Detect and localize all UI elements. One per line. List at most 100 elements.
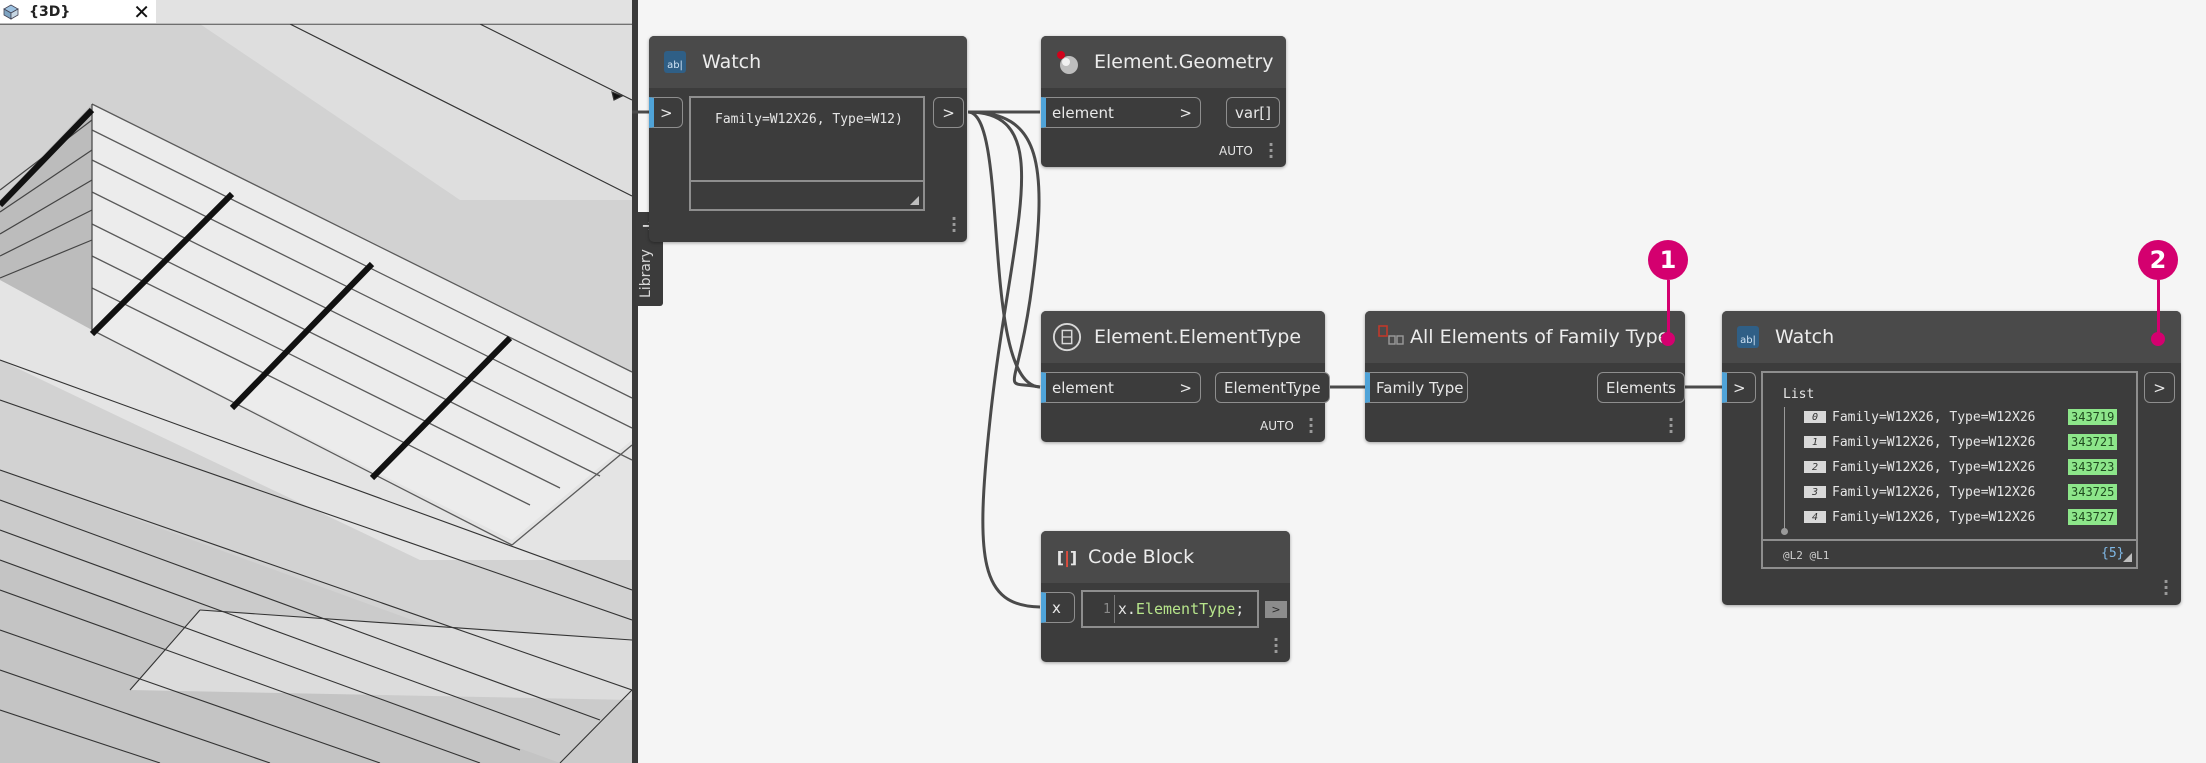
list-item[interactable]: 4 Family=W12X26, Type=W12X26 343727 [1804, 507, 2118, 527]
callout-dot [1661, 332, 1675, 346]
element-id-badge[interactable]: 343721 [2068, 434, 2118, 450]
list-index: 4 [1804, 511, 1826, 523]
node-menu-icon[interactable]: ··· [1273, 630, 1280, 661]
list-item[interactable]: 0 Family=W12X26, Type=W12X26 343719 [1804, 407, 2118, 427]
element-id-badge[interactable]: 343719 [2068, 409, 2118, 425]
view-splitter[interactable] [632, 0, 638, 763]
svg-text:ab|: ab| [667, 60, 683, 71]
3d-view-tab-title: {3D} [29, 3, 71, 20]
node-menu-icon[interactable]: ··· [1268, 135, 1275, 166]
code-variable: x. [1117, 600, 1136, 618]
node-title: Watch [1775, 326, 1835, 348]
node-menu-icon[interactable]: ··· [1308, 410, 1315, 441]
3d-view[interactable] [0, 0, 632, 763]
watch-input-port[interactable]: > [1722, 372, 1756, 403]
watch-node-2[interactable]: ab| Watch > > List 0 Family=W12X26, Type… [1722, 311, 2181, 605]
port-label: > [2153, 378, 2166, 397]
watch-input-port[interactable]: > [649, 97, 683, 128]
callout-dot [2151, 332, 2165, 346]
node-header[interactable]: ab| Watch [1722, 311, 2181, 363]
geometry-output-port[interactable]: var[] [1226, 97, 1280, 128]
3d-cube-icon [3, 4, 19, 20]
port-label: Elements [1606, 378, 1676, 397]
lacing-label[interactable]: AUTO [1260, 419, 1294, 433]
list-index: 3 [1804, 486, 1826, 498]
node-title: Element.Geometry [1094, 51, 1274, 73]
x-input-port[interactable]: x [1041, 592, 1075, 623]
watch-list-display[interactable]: List 0 Family=W12X26, Type=W12X26 343719… [1761, 371, 2138, 569]
family-type-icon [1376, 322, 1406, 352]
list-item[interactable]: 1 Family=W12X26, Type=W12X26 343721 [1804, 432, 2118, 452]
watch-display[interactable]: Family=W12X26, Type=W12) [689, 96, 925, 211]
list-index: 0 [1804, 411, 1826, 423]
3d-model-render[interactable] [0, 0, 632, 763]
node-header[interactable]: All Elements of Family Type [1365, 311, 1685, 363]
node-header[interactable]: Element.ElementType [1041, 311, 1325, 363]
close-icon[interactable]: ✕ [133, 0, 150, 24]
element-input-port[interactable]: element > [1041, 372, 1201, 403]
code-output-port[interactable]: > [1265, 601, 1287, 618]
elementtype-output-port[interactable]: ElementType [1215, 372, 1330, 403]
node-title: All Elements of Family Type [1410, 326, 1670, 348]
node-title: Element.ElementType [1094, 326, 1302, 348]
3d-view-tab[interactable]: {3D} ✕ [0, 0, 156, 24]
list-item[interactable]: 2 Family=W12X26, Type=W12X26 343723 [1804, 457, 2118, 477]
tree-line [1784, 407, 1785, 531]
callout-stem [1667, 280, 1670, 338]
element-id-badge[interactable]: 343725 [2068, 484, 2118, 500]
element-type-icon [1052, 322, 1082, 352]
port-label: Family Type [1376, 378, 1464, 397]
node-header[interactable]: [|] Code Block [1041, 531, 1290, 583]
resize-handle-icon[interactable] [2123, 553, 2132, 562]
port-label: > [1733, 378, 1746, 397]
callout-stem [2157, 280, 2160, 338]
list-index: 2 [1804, 461, 1826, 473]
code-brackets-icon: [|] [1056, 547, 1078, 567]
watch-icon: ab| [660, 47, 690, 77]
list-value: Family=W12X26, Type=W12X26 [1832, 434, 2036, 450]
divider [691, 180, 923, 182]
resize-handle-icon[interactable] [910, 196, 919, 205]
elements-output-port[interactable]: Elements [1597, 372, 1685, 403]
node-header[interactable]: Element.Geometry [1041, 36, 1286, 88]
list-levels[interactable]: @L2 @L1 [1783, 549, 1830, 562]
list-value: Family=W12X26, Type=W12X26 [1832, 409, 2036, 425]
port-label: element [1052, 378, 1114, 397]
port-label: var[] [1235, 103, 1271, 122]
code-editor[interactable]: 1 x.ElementType; [1081, 590, 1259, 628]
wire-watch-to-codeblock-2 [967, 110, 1041, 389]
element-id-badge[interactable]: 343723 [2068, 459, 2118, 475]
lacing-label[interactable]: AUTO [1219, 144, 1253, 158]
list-value: Family=W12X26, Type=W12X26 [1832, 459, 2036, 475]
watch-output-port[interactable]: > [933, 97, 964, 128]
list-header: List [1783, 387, 1815, 402]
list-value: Family=W12X26, Type=W12X26 [1832, 509, 2036, 525]
node-menu-icon[interactable]: ··· [2163, 572, 2170, 603]
wire-watch-to-codeblock [967, 110, 1041, 609]
element-elementtype-node[interactable]: Element.ElementType element > ElementTyp… [1041, 311, 1330, 442]
node-menu-icon[interactable]: ··· [1668, 410, 1675, 441]
element-input-port[interactable]: element > [1041, 97, 1201, 128]
node-title: Watch [702, 51, 762, 73]
port-label: x [1052, 598, 1061, 617]
tab-strip [156, 0, 632, 24]
list-count: {5} [2101, 546, 2125, 561]
port-label: element [1052, 103, 1114, 122]
element-id-badge[interactable]: 343727 [2068, 509, 2118, 525]
watch-node[interactable]: ab| Watch > > Family=W12X26, Type=W12) ·… [649, 36, 967, 242]
list-item[interactable]: 3 Family=W12X26, Type=W12X26 343725 [1804, 482, 2118, 502]
callout-badge-1: 1 [1648, 240, 1688, 280]
node-menu-icon[interactable]: ··· [951, 209, 958, 240]
watch-output-port[interactable]: > [2144, 372, 2175, 403]
element-geometry-node[interactable]: Element.Geometry element > var[] AUTO ··… [1041, 36, 1286, 167]
code-member: ElementType [1135, 600, 1236, 618]
line-number: 1 [1103, 601, 1111, 617]
port-label: > [660, 103, 673, 122]
code-block-node[interactable]: [|] Code Block x 1 x.ElementType; > ··· [1041, 531, 1290, 662]
family-type-input-port[interactable]: Family Type [1365, 372, 1468, 403]
chevron-right-icon: > [1179, 378, 1192, 397]
library-label: Library [638, 249, 654, 299]
all-elements-of-family-type-node[interactable]: All Elements of Family Type Family Type … [1365, 311, 1685, 442]
node-header[interactable]: ab| Watch [649, 36, 967, 88]
